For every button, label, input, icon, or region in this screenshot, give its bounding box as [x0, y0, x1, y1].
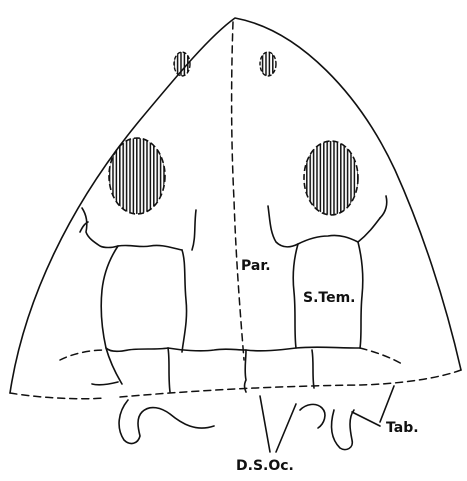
- skull-outline-solid: [10, 18, 461, 393]
- anterior-opening-left: [174, 52, 190, 76]
- leader-line-dso-left: [260, 396, 270, 452]
- label-dermal-supraoccipital: D.S.Oc.: [236, 458, 294, 474]
- anterior-opening-right: [260, 52, 276, 76]
- midline-suture: [232, 22, 244, 360]
- label-parietal: Par.: [241, 258, 271, 274]
- label-tabular: Tab.: [386, 420, 419, 436]
- occipital-processes: [92, 382, 354, 450]
- leader-line-tab-2: [380, 386, 394, 422]
- orbit-left: [109, 138, 165, 214]
- label-supratemporal: S.Tem.: [303, 290, 356, 306]
- leader-line-tab-1: [352, 412, 380, 426]
- leader-line-dso-right: [276, 404, 296, 452]
- orbit-right: [304, 141, 358, 215]
- skull-outline-dashed: [10, 370, 461, 399]
